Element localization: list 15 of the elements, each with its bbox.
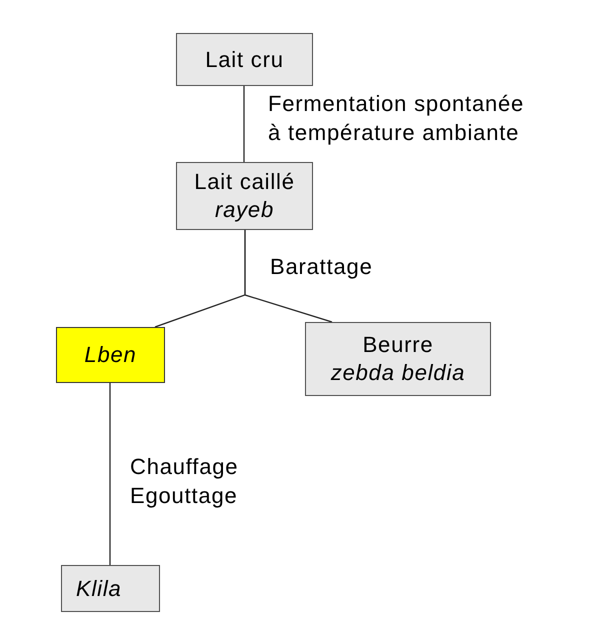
node-label: rayeb [214,196,274,224]
node-label: Lait caillé [194,168,295,196]
connector-line [109,383,111,565]
process-box [305,322,491,396]
node-label: Lben [84,341,137,369]
process-box [176,33,313,86]
node-label: Lait cru [205,46,284,74]
process-box [56,327,165,383]
connector-line [244,230,332,323]
node-label: Beurre [362,331,434,359]
process-box [61,565,160,612]
connector-line [243,86,245,162]
process-box [176,162,313,230]
node-label: zebda beldia [330,359,466,387]
node-label: Klila [76,574,122,602]
